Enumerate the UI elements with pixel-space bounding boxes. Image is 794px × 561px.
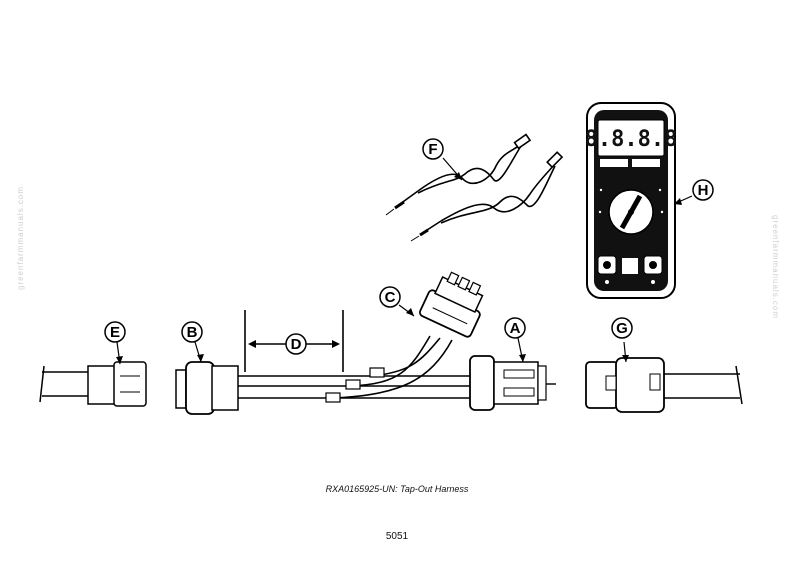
svg-text:C: C [385,289,396,306]
svg-text:A: A [510,320,521,337]
callout-e: E [104,321,126,343]
connector-c [419,271,484,338]
multimeter: 8.8.8.8 [585,102,678,299]
connector-a [469,355,495,411]
harness [39,271,743,415]
page-number: 5051 [385,531,409,542]
callout-g: G [611,317,633,339]
svg-text:G: G [616,320,628,337]
figure-caption: RXA0165925-UN: Tap-Out Harness [325,484,469,494]
svg-text:D: D [291,336,302,353]
callout-h: H [692,179,714,201]
svg-text:H: H [698,182,709,199]
svg-text:B: B [187,324,198,341]
callout-c: C [379,286,401,308]
connector-e [87,365,117,405]
svg-text:F: F [428,141,437,158]
callout-b: B [181,321,203,343]
watermark-right: greenfarmmanuals.com [771,215,780,320]
multimeter-display: 8.8.8.8 [585,127,678,152]
callout-a: A [504,317,526,339]
callout-d: D [285,333,307,355]
test-leads [385,133,564,242]
svg-text:E: E [110,324,120,341]
callout-arrowheads [116,172,682,364]
callout-f: F [422,138,444,160]
connector-b [185,361,215,415]
watermark-left: greenfarmmanuals.com [16,185,25,290]
